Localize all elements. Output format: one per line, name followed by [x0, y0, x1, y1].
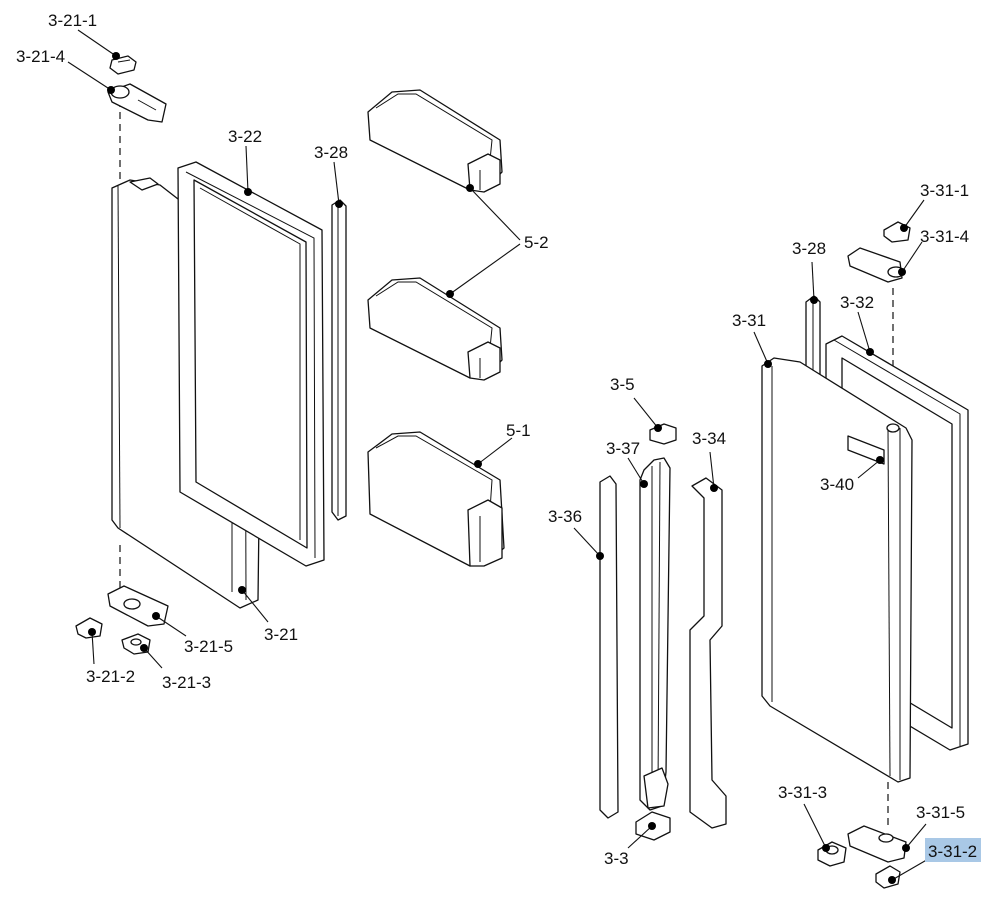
part-3-22-gasket	[177, 161, 325, 567]
label-3-31[interactable]: 3-31	[732, 311, 766, 330]
part-3-31-door	[761, 357, 913, 783]
label-5-2[interactable]: 5-2	[524, 233, 549, 252]
label-3-21-4[interactable]: 3-21-4	[16, 47, 65, 66]
part-5-1-deep-bin	[367, 431, 505, 567]
label-3-37[interactable]: 3-37	[606, 439, 640, 458]
label-3-31-5[interactable]: 3-31-5	[916, 803, 965, 822]
label-3-3[interactable]: 3-3	[604, 849, 629, 868]
part-3-28-left-strip	[331, 199, 347, 521]
label-3-28-left[interactable]: 3-28	[314, 143, 348, 162]
part-3-5-cap	[649, 423, 677, 445]
part-3-31-3	[817, 841, 847, 867]
label-3-31-4[interactable]: 3-31-4	[920, 227, 969, 246]
part-3-21-5	[107, 585, 169, 627]
label-3-28-right[interactable]: 3-28	[792, 239, 826, 258]
label-3-40[interactable]: 3-40	[820, 475, 854, 494]
label-3-31-2[interactable]: 3-31-2	[928, 842, 977, 861]
label-3-36[interactable]: 3-36	[548, 507, 582, 526]
part-3-34-cover	[689, 477, 727, 829]
leader-lines	[67, 29, 931, 884]
part-3-31-5	[847, 825, 907, 863]
selected-part-highlight	[925, 838, 981, 862]
part-3-21-2	[75, 617, 103, 639]
part-5-2-bin-lower	[367, 277, 503, 381]
label-3-32[interactable]: 3-32	[840, 293, 874, 312]
label-5-1[interactable]: 5-1	[506, 421, 531, 440]
label-3-21-5[interactable]: 3-21-5	[184, 637, 233, 656]
part-3-37-rail	[639, 457, 671, 811]
part-3-36-strip	[599, 475, 619, 819]
label-3-34[interactable]: 3-34	[692, 429, 726, 448]
part-3-21-4	[107, 83, 167, 123]
part-3-31-4	[847, 247, 905, 283]
label-3-31-1[interactable]: 3-31-1	[920, 181, 969, 200]
label-3-31-3[interactable]: 3-31-3	[778, 783, 827, 802]
part-3-21-1	[109, 55, 137, 75]
label-3-22[interactable]: 3-22	[228, 127, 262, 146]
label-3-21-2[interactable]: 3-21-2	[86, 667, 135, 686]
part-5-2-bin-upper	[367, 89, 503, 193]
label-3-21[interactable]: 3-21	[264, 625, 298, 644]
label-3-21-3[interactable]: 3-21-3	[162, 673, 211, 692]
label-3-21-1[interactable]: 3-21-1	[48, 11, 97, 30]
label-3-5[interactable]: 3-5	[610, 375, 635, 394]
